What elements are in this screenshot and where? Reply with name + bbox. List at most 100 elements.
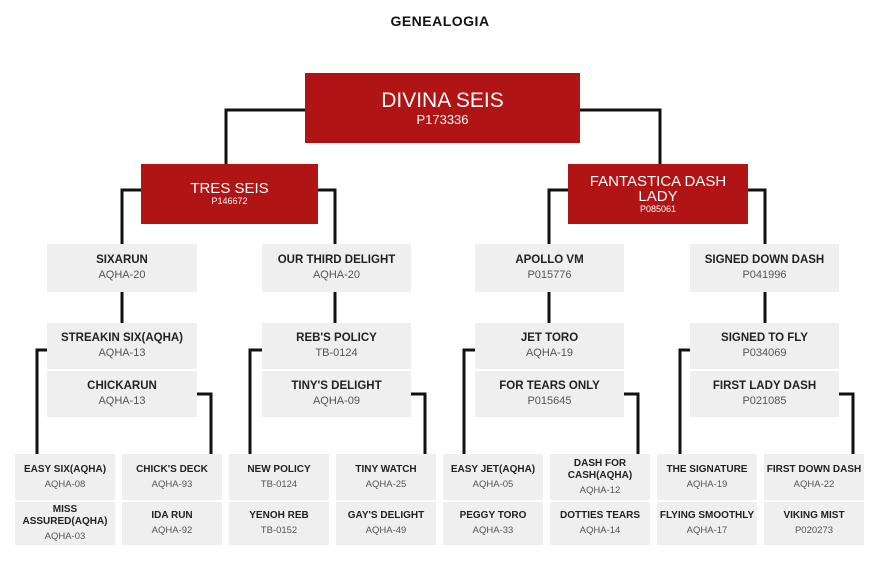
registration-code: AQHA-08 [44,478,86,490]
registration-code: AQHA-13 [98,347,146,359]
horse-node: PEGGY TORO AQHA-33 [443,502,543,545]
connector-line [197,392,213,454]
registration-code: AQHA-20 [312,269,361,281]
horse-node: FIRST DOWN DASH AQHA-22 [764,454,864,500]
horse-node: OUR THIRD DELIGHT AQHA-20 [262,244,411,292]
horse-name: DOTTIES TEARS [559,510,640,521]
registration-code: AQHA-25 [365,478,407,490]
horse-node-root: DIVINA SEIS P173336 [305,73,580,143]
registration-code: P146672 [211,196,248,206]
horse-node: EASY JET(AQHA) AQHA-05 [443,454,543,500]
horse-name: THE SIGNATURE [666,463,748,475]
registration-code: AQHA-19 [686,478,728,490]
horse-name: MISS ASSURED(AQHA) [22,504,108,527]
horse-node: SIXARUN AQHA-20 [47,244,197,292]
horse-name: SIGNED TO FLY [721,332,808,344]
page-title: GENEALOGIA [390,13,490,29]
registration-code: AQHA-05 [472,478,514,490]
registration-code: AQHA-13 [98,395,146,407]
registration-code: TB-0124 [315,347,358,359]
horse-node: SIGNED TO FLY P034069 [690,323,839,369]
registration-code: P021085 [742,395,787,407]
registration-code: AQHA-14 [579,525,621,536]
horse-name: APOLLO VM [515,254,584,266]
registration-code: TB-0124 [260,478,298,490]
horse-name: DASH FOR CASH(AQHA) [567,457,633,481]
horse-name: IDA RUN [151,510,193,521]
horse-name: SIXARUN [96,254,148,266]
horse-node: FIRST LADY DASH P021085 [690,371,839,417]
registration-code: AQHA-22 [793,478,835,490]
horse-name: PEGGY TORO [459,510,527,521]
horse-node: JET TORO AQHA-19 [475,323,624,369]
horse-node: DASH FOR CASH(AQHA) AQHA-12 [550,454,650,500]
registration-code: AQHA-12 [579,484,621,496]
horse-node: CHICK'S DECK AQHA-93 [122,454,222,500]
connector-line [224,108,305,165]
horse-name: FIRST LADY DASH [712,380,817,392]
horse-name: FIRST DOWN DASH [766,463,862,475]
horse-name: OUR THIRD DELIGHT [277,254,396,266]
horse-node: THE SIGNATURE AQHA-19 [657,454,757,500]
horse-name: JET TORO [520,332,579,344]
connector-line [580,108,662,165]
registration-code: P015776 [527,269,572,281]
horse-node: FOR TEARS ONLY P015645 [475,371,624,417]
horse-node: IDA RUN AQHA-92 [122,502,222,545]
registration-code: TB-0152 [260,525,298,536]
registration-code: AQHA-19 [525,347,574,359]
registration-code: AQHA-09 [312,395,361,407]
horse-node-dam: FANTASTICA DASH LADY P085061 [568,164,748,224]
registration-code: AQHA-49 [365,525,407,536]
horse-name: EASY SIX(AQHA) [23,463,107,475]
horse-name: YENOH REB [249,510,309,521]
horse-name: EASY JET(AQHA) [450,463,536,475]
horse-name: NEW POLICY [247,463,311,475]
horse-name: GAY'S DELIGHT [347,510,425,521]
horse-name: TINY WATCH [355,463,417,475]
horse-name: SIGNED DOWN DASH [704,254,825,266]
registration-code: P041996 [742,269,787,281]
horse-node: VIKING MIST P020273 [764,502,864,545]
registration-code: AQHA-93 [151,478,193,490]
horse-node: APOLLO VM P015776 [475,244,624,292]
horse-name: CHICK'S DECK [136,463,208,475]
horse-name: FLYING SMOOTHLY [659,510,755,521]
registration-code: AQHA-17 [686,525,728,536]
horse-name: STREAKIN SIX(AQHA) [60,332,184,344]
registration-code: P085061 [639,203,677,214]
registration-code: P034069 [742,347,787,359]
horse-node: NEW POLICY TB-0124 [229,454,329,500]
horse-name: TRES SEIS [190,180,269,197]
horse-node: REB'S POLICY TB-0124 [262,323,411,369]
registration-code: AQHA-20 [98,269,146,281]
horse-node: TINY'S DELIGHT AQHA-09 [262,371,411,417]
connector-line [411,392,427,454]
horse-node: GAY'S DELIGHT AQHA-49 [336,502,436,545]
connector-line [462,348,475,454]
horse-node: SIGNED DOWN DASH P041996 [690,244,839,292]
connector-line [839,392,855,454]
horse-node: DOTTIES TEARS AQHA-14 [550,502,650,545]
registration-code: AQHA-92 [151,525,193,536]
connector-line [120,188,141,244]
horse-node: FLYING SMOOTHLY AQHA-17 [657,502,757,545]
registration-code: AQHA-03 [44,531,86,542]
horse-node-sire: TRES SEIS P146672 [141,164,318,224]
connector-line [624,392,640,454]
horse-name: CHICKARUN [87,380,157,392]
horse-name: FANTASTICA DASH LADY [589,172,727,205]
horse-name: FOR TEARS ONLY [499,380,600,392]
horse-node: STREAKIN SIX(AQHA) AQHA-13 [47,323,197,369]
connector-line [547,188,568,244]
horse-node: CHICKARUN AQHA-13 [47,371,197,417]
horse-name: REB'S POLICY [296,332,377,344]
connector-line [248,348,262,454]
horse-name: DIVINA SEIS [381,88,504,112]
connector-line [318,188,337,244]
horse-name: VIKING MIST [783,510,845,521]
connector-line [748,188,767,244]
registration-code: P020273 [794,525,834,536]
